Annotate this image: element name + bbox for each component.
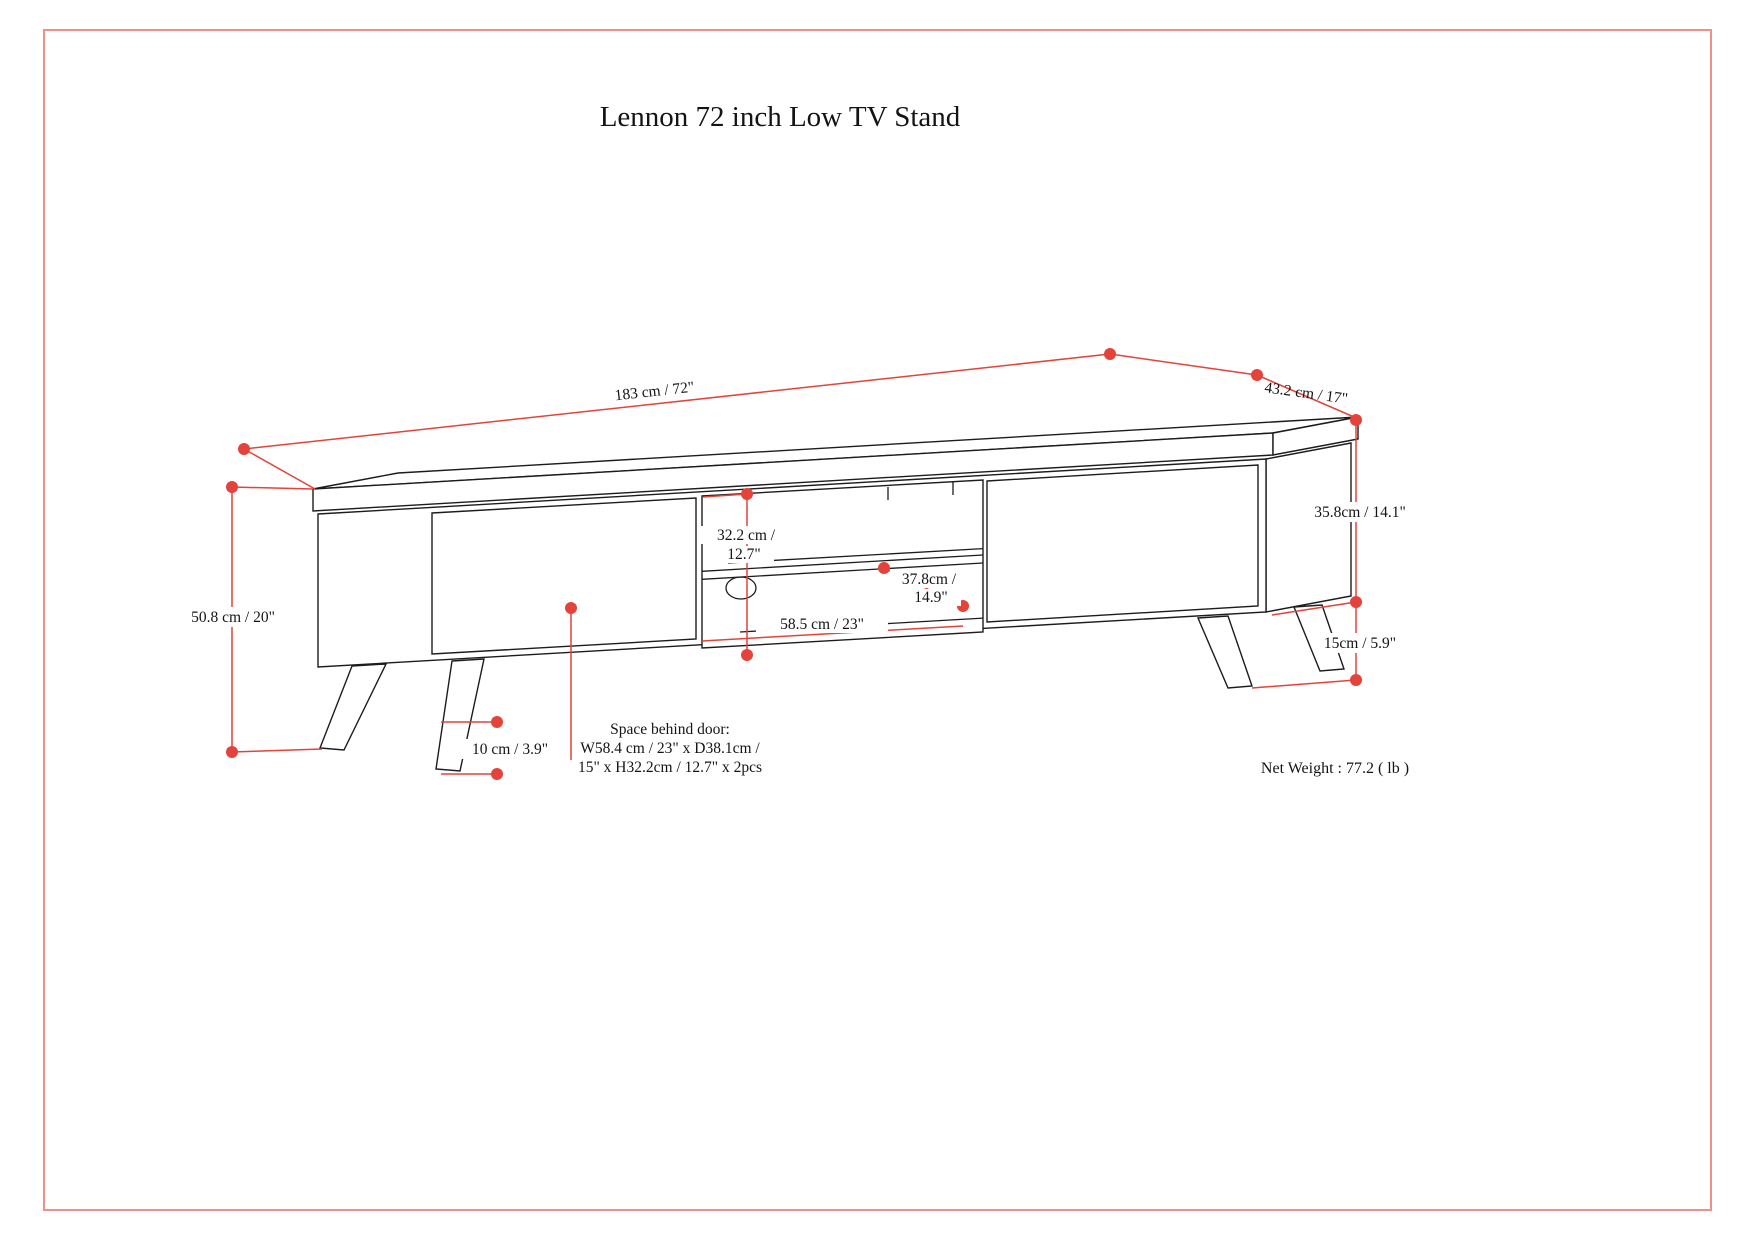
- body-right-end: [1265, 442, 1352, 613]
- dim-dot: [1350, 596, 1362, 608]
- right-door: [986, 464, 1259, 623]
- dim-dot: [1251, 369, 1263, 381]
- dim-interior-depth-label-1: 37.8cm /: [902, 571, 957, 588]
- shelf-back-edge: [727, 545, 983, 564]
- space-behind-door-line-3: 15" x H32.2cm / 12.7" x 2pcs: [578, 759, 762, 776]
- dimension-lines: [226, 348, 1362, 780]
- top-right-edge: [1272, 416, 1359, 456]
- dim-dot: [238, 443, 250, 455]
- dim-depth-label: 43.2 cm / 17": [1263, 379, 1348, 408]
- dim-line-length: [243, 353, 1111, 450]
- dim-ext-base-bottom: [1251, 679, 1357, 689]
- dim-dot: [491, 768, 503, 780]
- left-door: [431, 497, 697, 655]
- dim-dot: [741, 649, 753, 661]
- dim-overall-height-label: 50.8 cm / 20": [191, 609, 275, 626]
- dim-ext-overall-bottom: [231, 748, 323, 753]
- dim-dot: [878, 562, 890, 574]
- dim-ext-depth: [1256, 374, 1355, 418]
- dim-line-opening-width: [701, 625, 964, 642]
- leg-front-left: [319, 663, 388, 751]
- leg-back-left: [435, 658, 485, 772]
- dim-dot: [491, 716, 503, 728]
- dim-dot: [565, 602, 577, 614]
- leg-front-right: [1196, 615, 1253, 689]
- dim-dot: [1350, 674, 1362, 686]
- dim-dot: [226, 481, 238, 493]
- dim-dot: [1350, 414, 1362, 426]
- net-weight-label: Net Weight : 77.2 ( lb ): [1261, 760, 1409, 777]
- dim-opening-height-label-1: 32.2 cm /: [717, 527, 776, 544]
- shelf-front-top-edge: [702, 553, 983, 573]
- dim-base-height-label: 15cm / 5.9": [1324, 635, 1396, 652]
- dim-line-depth: [1109, 353, 1258, 376]
- dim-ext-length-left: [243, 448, 316, 490]
- cable-hole: [725, 576, 757, 600]
- page-border: [43, 29, 1712, 1211]
- dim-dot: [226, 746, 238, 758]
- dim-dot: [741, 488, 753, 500]
- dim-leg-height-label: 10 cm / 3.9": [472, 741, 548, 758]
- page-title: Lennon 72 inch Low TV Stand: [600, 101, 961, 133]
- dim-ext-overall-top: [231, 486, 314, 490]
- space-behind-door-line-2: W58.4 cm / 23" x D38.1cm /: [580, 740, 760, 757]
- dim-ext-opening-top: [702, 493, 748, 498]
- dim-opening-height-label-2: 12.7": [727, 546, 760, 563]
- dim-opening-width-label: 58.5 cm / 23": [780, 616, 864, 633]
- space-behind-door-line-1: Space behind door:: [610, 721, 730, 738]
- dim-dot: [1104, 348, 1116, 360]
- dim-interior-depth-label-2: 14.9": [914, 589, 947, 606]
- dim-ext-body-bottom: [1271, 601, 1357, 616]
- dim-body-height-label: 35.8cm / 14.1": [1314, 504, 1406, 521]
- tv-stand-drawing: [312, 416, 1359, 772]
